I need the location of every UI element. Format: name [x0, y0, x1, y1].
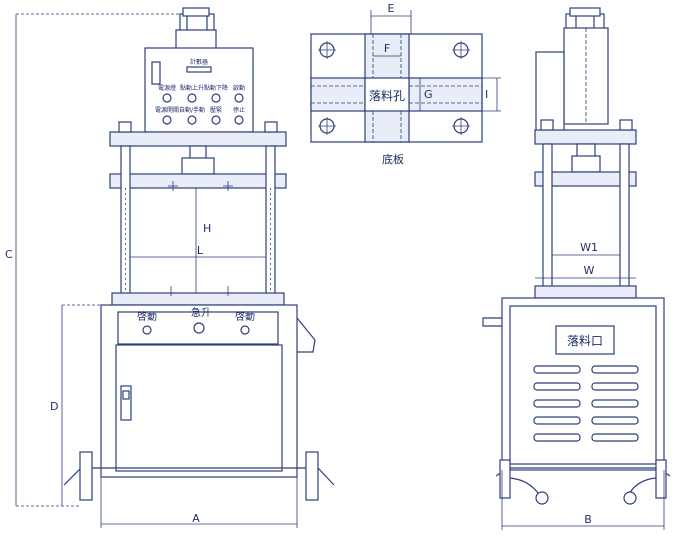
cabinet-door — [115, 344, 283, 472]
foot-right — [305, 451, 319, 501]
base-button-label-3: 啓動 — [235, 310, 255, 323]
door-handle — [120, 385, 132, 421]
dim-b-label: B — [584, 513, 592, 526]
vent-slot — [533, 433, 581, 442]
top-cap — [182, 7, 210, 17]
side-top-plate — [534, 129, 637, 145]
front-dimensions: C D A H L — [5, 13, 298, 528]
ram-head — [181, 157, 215, 175]
vent-slot — [591, 365, 639, 374]
base-button-emergency — [193, 322, 205, 334]
base-button-start-left — [142, 325, 152, 335]
panel-switch-power — [162, 115, 172, 125]
vent-slot — [533, 399, 581, 408]
vent-slot — [533, 416, 581, 425]
vent-slots — [533, 365, 639, 442]
panel-label-1: 電源燈 — [158, 84, 176, 92]
base-button-label-1: 啓動 — [137, 310, 157, 323]
base-button-label-2: 急升 — [191, 306, 211, 319]
panel-switch-clamp — [211, 115, 221, 125]
drop-hole — [364, 77, 410, 112]
side-moving-plate — [534, 171, 637, 187]
worktable — [111, 292, 285, 306]
base-button-start-right — [240, 325, 250, 335]
dim-c-label: C — [5, 248, 13, 261]
drop-hole-label: 落料孔 — [369, 89, 405, 103]
side-worktable — [534, 285, 637, 299]
side-nut-left — [540, 119, 554, 131]
dim-w-label: W — [584, 264, 595, 277]
nut-top-right — [264, 121, 278, 133]
dim-l-label: L — [197, 244, 204, 257]
vent-slot — [533, 382, 581, 391]
side-view: W1 W 落料口 — [482, 7, 671, 530]
cylinder-top — [175, 29, 217, 51]
dim-i-label: I — [485, 88, 488, 101]
panel-button-jog-up — [187, 93, 197, 103]
vent-slot — [591, 416, 639, 425]
panel-label-4: 啟動 — [233, 84, 245, 92]
panel-label-6: 自動/手動 — [179, 106, 205, 114]
bottom-plate-view: 落料孔 E F G I 底板 — [310, 2, 501, 166]
side-top-cap — [569, 7, 601, 17]
panel-button-stop — [234, 115, 244, 125]
side-foot-right — [655, 459, 667, 499]
bottom-plate-caption: 底板 — [382, 152, 404, 166]
counter-display — [186, 66, 212, 73]
dim-f-label: F — [384, 42, 390, 55]
side-column-right — [619, 143, 630, 295]
panel-lamp-power — [162, 93, 172, 103]
dim-a-label: A — [192, 512, 200, 525]
panel-button-start — [234, 93, 244, 103]
panel-button-jog-down — [211, 93, 221, 103]
panel-label-3: 點動下降 — [204, 84, 228, 92]
panel-label-2: 點動上升 — [180, 84, 204, 92]
panel-title: 計數器 — [190, 58, 208, 66]
base-frame — [63, 467, 335, 486]
panel-label-8: 停止 — [233, 106, 245, 114]
top-plate — [109, 131, 287, 147]
vent-slot — [591, 433, 639, 442]
wheel-left — [535, 491, 549, 505]
side-chute — [296, 317, 316, 353]
nut-top-left — [118, 121, 132, 133]
vent-slot — [533, 365, 581, 374]
wheel-right — [623, 491, 637, 505]
side-nut-right — [619, 119, 633, 131]
counter-window — [151, 61, 161, 85]
outlet-label-box — [555, 325, 615, 355]
side-foot-left — [499, 459, 511, 499]
outlet-label: 落料口 — [567, 334, 603, 348]
wheel-arm-left — [509, 477, 541, 497]
side-column-left — [542, 143, 553, 295]
panel-switch-mode — [187, 115, 197, 125]
side-ram-head — [571, 155, 601, 173]
foot-left — [79, 451, 93, 501]
vent-slot — [591, 382, 639, 391]
dim-w1-label: W1 — [580, 241, 598, 254]
dim-d-label: D — [50, 400, 58, 413]
dim-g-label: G — [424, 88, 433, 101]
moving-plate — [109, 173, 287, 189]
door-lock — [122, 390, 130, 400]
front-view: 計數器 電源燈 點動上升 點動下降 啟動 電源開關 自動/手動 壓緊 停止 — [63, 7, 335, 501]
side-chute — [482, 317, 502, 327]
panel-label-7: 壓緊 — [210, 107, 222, 114]
vent-slot — [591, 399, 639, 408]
dim-h-label: H — [203, 222, 211, 235]
dim-e-label: E — [388, 2, 395, 15]
panel-label-5: 電源開關 — [155, 106, 179, 114]
